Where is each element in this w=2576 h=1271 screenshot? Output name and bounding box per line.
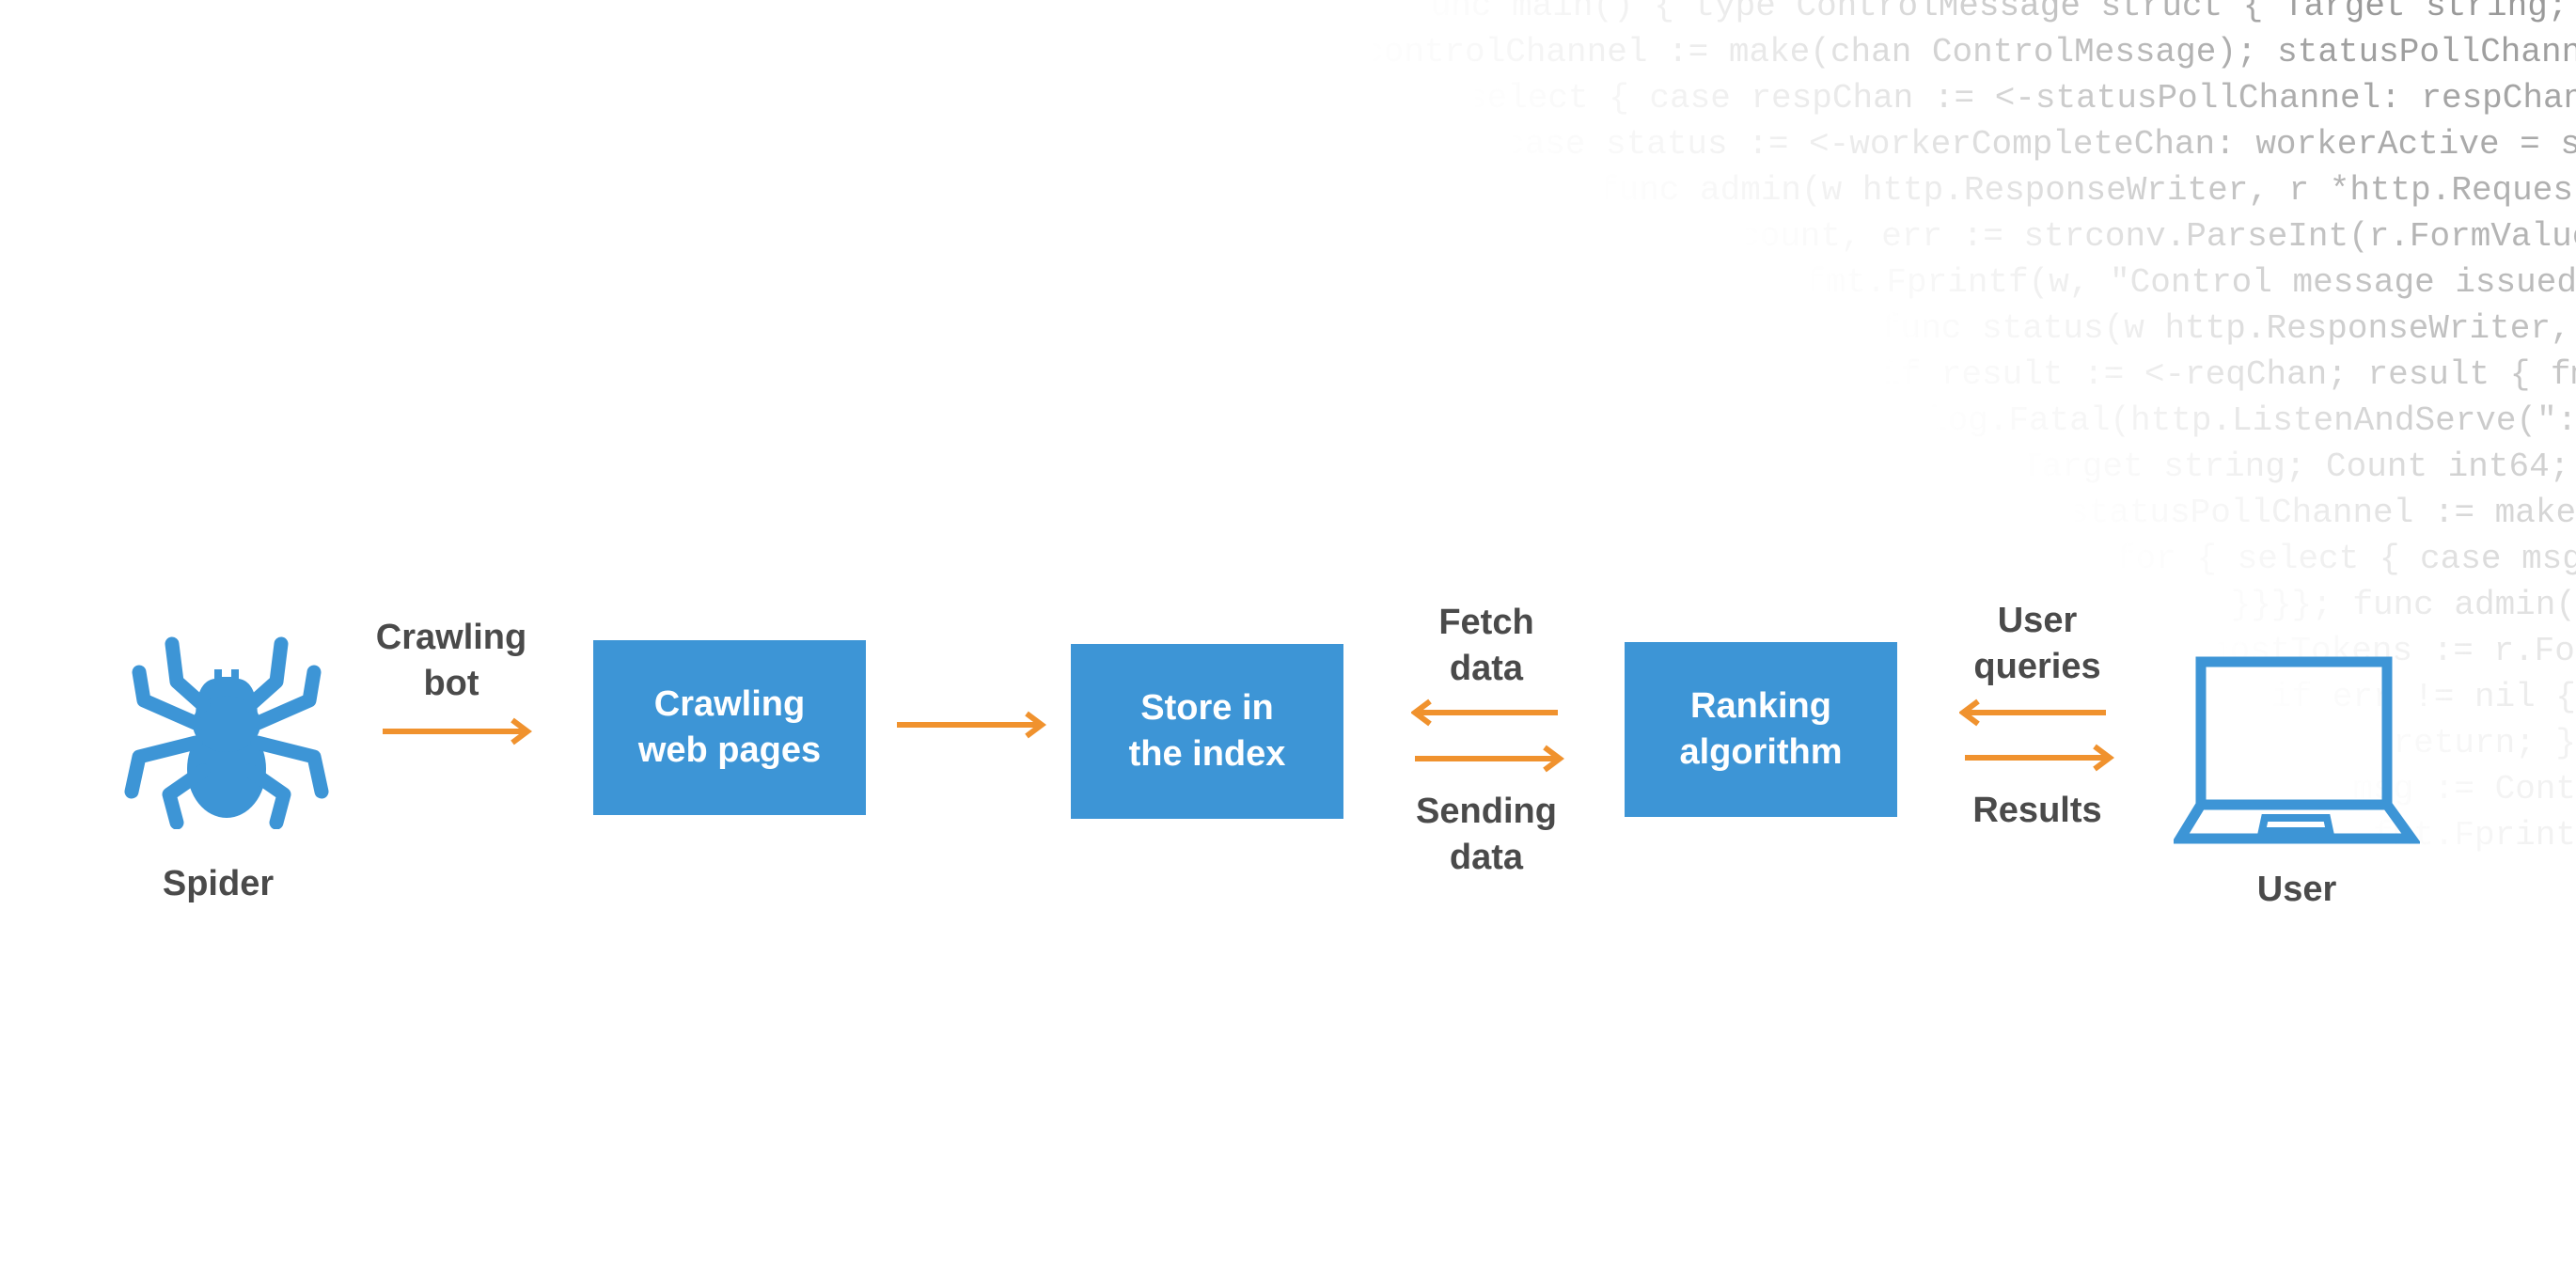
code-line: select { case respChan := <-statusPollCh… xyxy=(1467,79,2576,118)
sending-data-label: Sending data xyxy=(1416,789,1557,881)
code-line: if err != nil { xyxy=(2270,678,2576,716)
code-line: case status := <-workerCompleteChan: wor… xyxy=(1504,125,2576,164)
spider-icon xyxy=(124,636,329,829)
code-line: fmt.Fprintf(w, "Control message issued f… xyxy=(1805,263,2576,302)
code-line: count, err := strconv.ParseInt(r.FormVal… xyxy=(1739,217,2576,256)
crawling-web-pages-box: Crawling web pages xyxy=(593,640,866,815)
code-line: return; } xyxy=(2393,724,2576,762)
user-queries-label: User queries xyxy=(1973,598,2100,690)
box-label-line1: Crawling xyxy=(653,684,806,724)
results-label: Results xyxy=(1972,788,2101,834)
user-queries-line1: User xyxy=(1997,601,2078,640)
sending-data-line1: Sending xyxy=(1416,792,1557,831)
sending-data-line2: data xyxy=(1449,838,1524,877)
box-label-line1: Ranking xyxy=(1690,686,1831,726)
arrow-right-icon xyxy=(1415,745,1564,773)
code-line: }}}}; func admin( xyxy=(2230,586,2576,624)
code-line: func main() { type ControlMessage struct… xyxy=(1410,0,2576,25)
code-line: Target string; Count int64; }; func ma xyxy=(2021,447,2570,486)
arrow-right-icon xyxy=(1965,744,2114,772)
user-queries-line2: queries xyxy=(1973,647,2101,686)
arrow-right-icon xyxy=(383,717,532,745)
code-line: func admin(w http.ResponseWriter, r *htt… xyxy=(1598,171,2576,210)
arrow-right-icon xyxy=(897,711,1046,739)
fetch-data-line1: Fetch xyxy=(1438,603,1534,642)
arrow-left-icon xyxy=(1411,698,1558,727)
box-label-line2: algorithm xyxy=(1679,732,1843,772)
crawling-bot-label: Crawling bot xyxy=(376,615,526,707)
code-line: log.Fatal(http.ListenAndServe(":1337", n… xyxy=(1927,401,2576,440)
crawling-bot-line1: Crawling xyxy=(375,618,527,657)
laptop-icon xyxy=(2174,656,2420,844)
fetch-data-label: Fetch data xyxy=(1438,600,1533,692)
ranking-algorithm-box: Ranking algorithm xyxy=(1625,642,1897,817)
box-label-line2: the index xyxy=(1128,734,1286,774)
code-line: if result := <-reqChan; result { fmt.Fpr… xyxy=(1880,355,2576,394)
box-label-line2: web pages xyxy=(637,730,822,770)
spider-label: Spider xyxy=(162,864,275,903)
fetch-data-line2: data xyxy=(1449,649,1524,688)
user-label: User xyxy=(2256,870,2337,909)
arrow-left-icon xyxy=(1959,698,2106,727)
code-line: statusPollChannel := make(chan chan bool… xyxy=(2068,494,2576,532)
code-line: controlChannel := make(chan ControlMessa… xyxy=(1363,33,2576,71)
box-label-line1: Store in xyxy=(1140,688,1274,728)
code-line: func status(w http.ResponseWriter, r *ht… xyxy=(1880,309,2571,348)
code-line: for { select { case msg := < xyxy=(2115,540,2576,578)
crawling-bot-line2: bot xyxy=(423,664,479,703)
store-in-index-box: Store in the index xyxy=(1071,644,1343,819)
results-line1: Results xyxy=(1972,791,2102,830)
